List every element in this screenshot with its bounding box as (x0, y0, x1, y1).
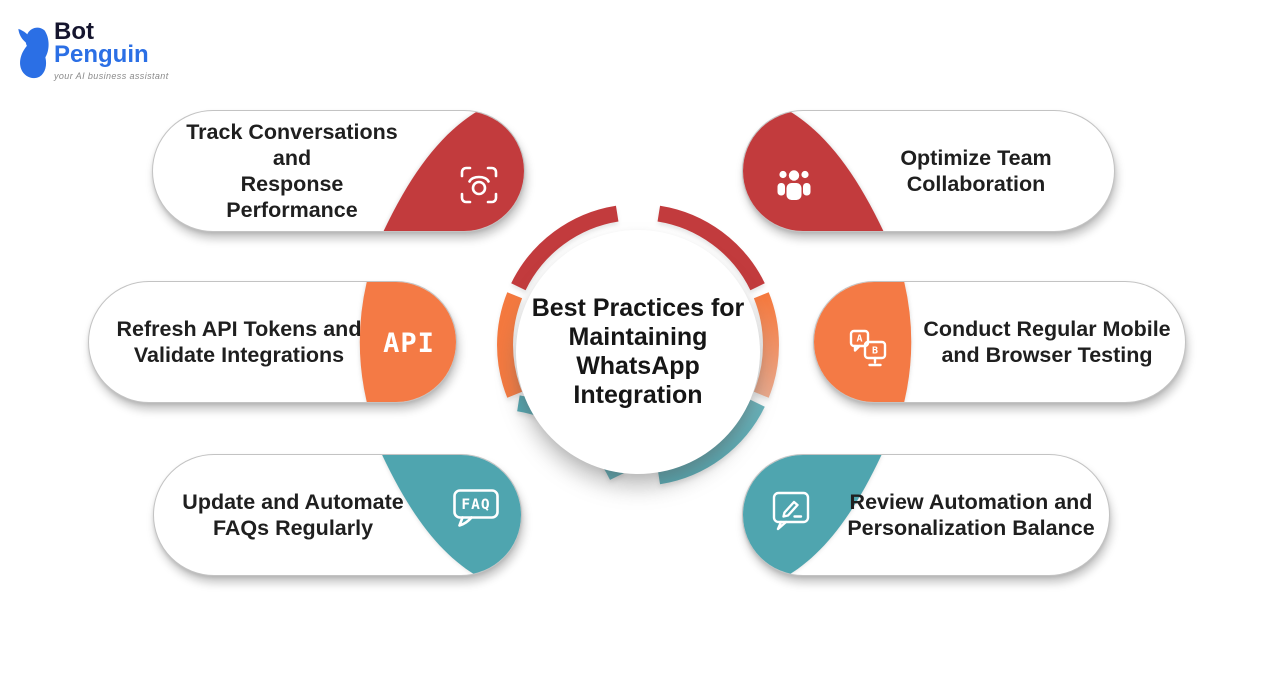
pill-review-automation-balance: Review Automation and Personalization Ba… (742, 454, 1110, 576)
pill-label-line2: and Browser Testing (941, 343, 1153, 367)
pill-label: Update and Automate FAQs Regularly (176, 455, 410, 575)
teal-cap-shape (743, 455, 882, 575)
pill-label: Conduct Regular Mobile and Browser Testi… (923, 282, 1171, 402)
pill-update-automate-faqs: FAQ Update and Automate FAQs Regularly (153, 454, 522, 576)
scan-focus-icon (457, 163, 501, 212)
ab-testing-icon: A B (844, 324, 894, 379)
faq-text: FAQ (461, 497, 490, 513)
ring-segment-red-left (511, 205, 619, 291)
pill-label-line2: Personalization Balance (847, 516, 1095, 540)
center-title: Best Practices for Maintaining WhatsApp … (532, 294, 745, 410)
pill-label-line1: Refresh API Tokens and (116, 317, 362, 341)
pill-label-line1: Track Conversations and (186, 120, 398, 170)
brand-logo: Bot Penguin your AI business assistant (16, 20, 176, 88)
pill-label-line2: Response Performance (226, 172, 358, 222)
pill-label: Optimize Team Collaboration (852, 111, 1100, 231)
pill-label: Review Automation and Personalization Ba… (847, 455, 1095, 575)
orange-cap-shape (359, 282, 456, 402)
faq-bubble-icon: FAQ (450, 486, 502, 535)
teal-cap-shape (382, 455, 521, 575)
pill-optimize-team-collaboration: Optimize Team Collaboration (742, 110, 1115, 232)
pill-label-line2: FAQs Regularly (212, 516, 374, 540)
pill-label-line1: Conduct Regular Mobile (923, 317, 1171, 341)
penguin-logo-icon (18, 27, 49, 79)
center-ring-group: Best Practices for Maintaining WhatsApp … (493, 200, 783, 490)
orange-cap-shape (814, 282, 912, 402)
ab-letter-b: B (872, 346, 878, 357)
pill-label-line2: Collaboration (906, 172, 1046, 196)
logo-text-bot: Bot (54, 18, 94, 45)
pill-track-conversations: Track Conversations and Response Perform… (152, 110, 525, 232)
logo-text-penguin: Penguin (54, 41, 149, 68)
center-title-line: Best Practices for (531, 294, 745, 322)
center-title-line: Integration (573, 381, 703, 409)
center-title-line: Maintaining (568, 323, 708, 351)
review-edit-icon (768, 488, 814, 537)
pill-label-line2: Validate Integrations (133, 343, 345, 367)
center-circle: Best Practices for Maintaining WhatsApp … (516, 230, 760, 474)
pill-label-line1: Update and Automate (182, 490, 404, 514)
ring-segment-orange-right (753, 292, 779, 398)
ring-segment-red-right (657, 205, 765, 291)
logo-tagline: your AI business assistant (54, 71, 169, 81)
pill-label: Track Conversations and Response Perform… (175, 111, 409, 231)
center-title-line: WhatsApp (576, 352, 700, 380)
ring-segment-orange-left (497, 292, 523, 398)
pill-refresh-api-tokens: API Refresh API Tokens and Validate Inte… (88, 281, 457, 403)
logo-wordmark: Bot Penguin your AI business assistant (54, 18, 169, 82)
team-icon (772, 163, 816, 212)
red-cap-shape (743, 111, 884, 231)
api-label: API (383, 328, 435, 359)
pill-label-line1: Optimize Team (900, 146, 1052, 170)
pill-conduct-regular-testing: A B Conduct Regular Mobile and Browser T… (813, 281, 1186, 403)
ring-segment-teal-right (657, 399, 765, 485)
ab-letter-a: A (856, 334, 862, 345)
pill-label: Refresh API Tokens and Validate Integrat… (115, 282, 363, 402)
pill-label-line1: Review Automation and (849, 490, 1093, 514)
